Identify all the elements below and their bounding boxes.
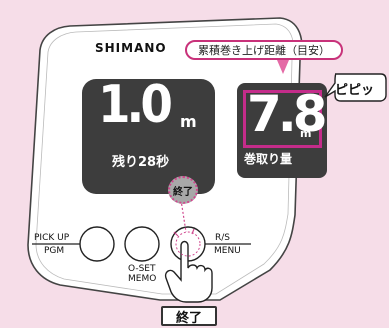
cumulative-distance-callout: 累積巻き上げ距離（目安） <box>185 40 343 60</box>
oset-button-circle <box>124 226 160 262</box>
memo-label: MEMO <box>128 274 157 284</box>
main-distance-unit: m <box>180 112 197 131</box>
rs-menu-button[interactable] <box>171 227 205 261</box>
reel-distance-unit: m <box>300 127 312 140</box>
pickup-pgm-button[interactable] <box>80 227 114 261</box>
rs-label: R/S <box>215 233 230 243</box>
pressing-hand-icon <box>164 240 213 303</box>
menu-label: MENU <box>214 246 241 256</box>
callout-pointer-arrow <box>277 60 289 74</box>
main-distance-value: 1.0 <box>98 75 173 135</box>
reel-distance-value: 7.8 <box>247 85 328 143</box>
sub-lcd-panel <box>237 83 327 178</box>
end-icon-connector <box>180 199 187 233</box>
end-indicator-icon: 終了 <box>168 176 198 204</box>
beep-speech-bubble <box>324 73 387 102</box>
rs-press-ring <box>175 231 201 257</box>
oset-memo-button[interactable] <box>125 227 159 261</box>
end-action-button[interactable]: 終了 <box>161 306 217 326</box>
pickup-label: PICK UP <box>34 233 70 243</box>
oset-label: O-SET <box>128 264 156 274</box>
remaining-time-text: 残り28秒 <box>112 155 170 170</box>
pickup-button-circle <box>79 226 115 262</box>
beep-text: ピピッ <box>335 83 375 98</box>
reel-amount-label: 巻取り量 <box>244 152 293 166</box>
main-lcd-panel <box>82 79 215 194</box>
pgm-label: PGM <box>44 246 65 256</box>
brand-logo: SHIMANO <box>95 41 167 55</box>
sub-value-highlight <box>243 90 322 148</box>
